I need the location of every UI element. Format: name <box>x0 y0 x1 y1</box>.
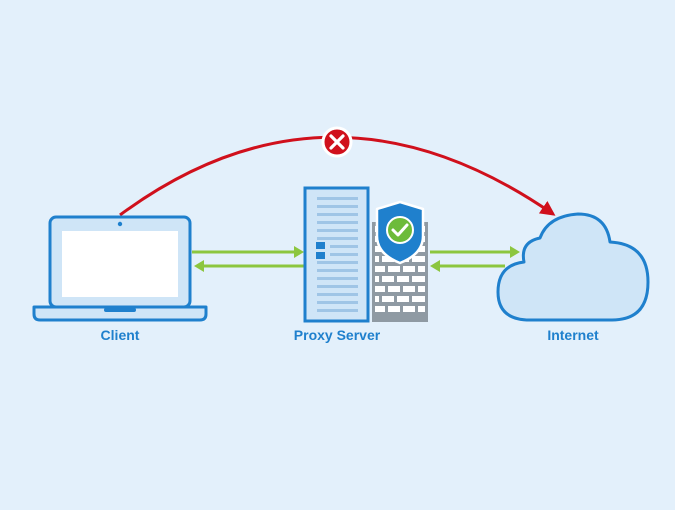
cloud-icon <box>496 212 650 322</box>
laptop-icon <box>32 215 208 322</box>
internet-label: Internet <box>547 327 599 343</box>
shield-check-icon <box>375 200 425 265</box>
client-label: Client <box>100 327 140 343</box>
proxy-server-label: Proxy Server <box>293 327 381 343</box>
arrow-proxy-to-internet <box>430 246 520 258</box>
blocked-x-icon <box>321 126 353 158</box>
arrow-internet-to-proxy <box>430 260 505 272</box>
arrow-proxy-to-client <box>194 260 304 272</box>
arrow-client-to-proxy <box>192 246 304 258</box>
server-icon <box>303 186 370 323</box>
